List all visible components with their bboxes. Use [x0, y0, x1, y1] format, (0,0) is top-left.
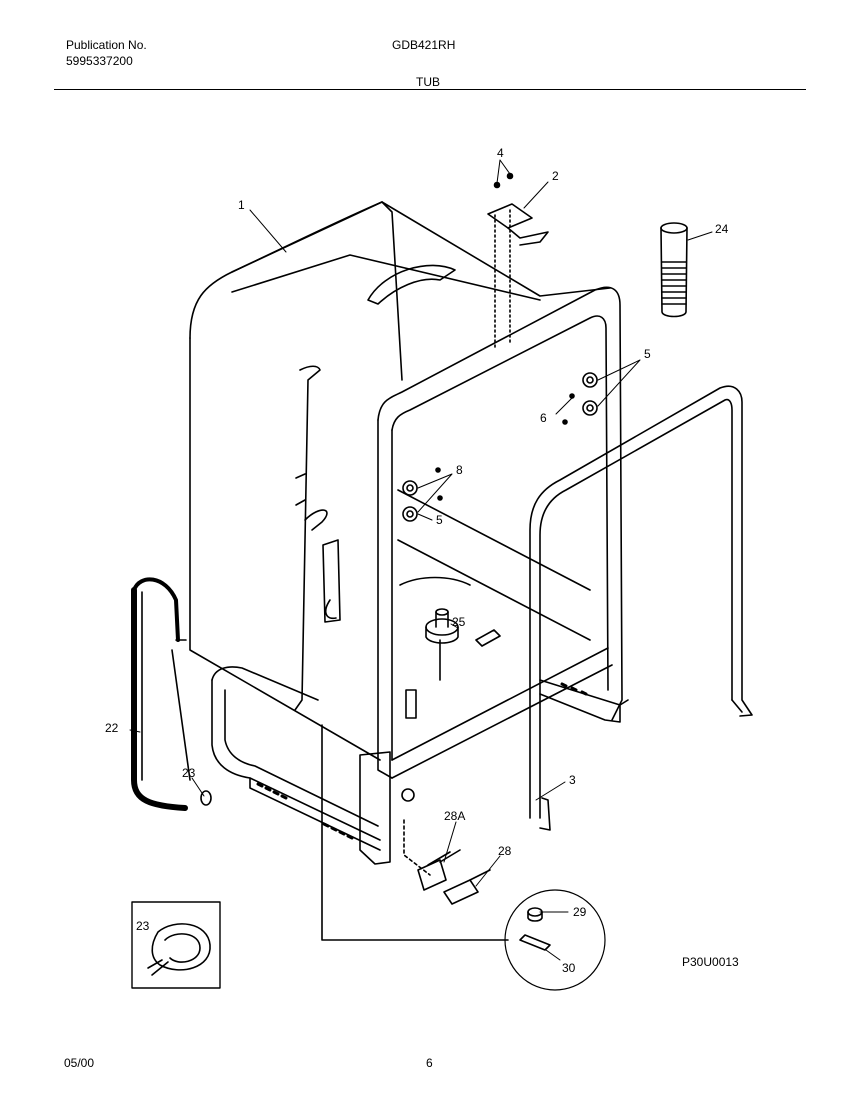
page-number: 6: [426, 1056, 433, 1070]
detail-circle: [504, 889, 606, 991]
part-25-float: [399, 576, 501, 719]
tub-body: [189, 201, 611, 761]
callout-30: 30: [562, 961, 576, 975]
inset-box-23: [131, 901, 221, 989]
publication-label: Publication No.: [66, 38, 147, 52]
tub-base-rails: [211, 666, 629, 941]
section-title: TUB: [416, 75, 440, 89]
part-24-spring: [660, 222, 688, 318]
model-number: GDB421RH: [392, 38, 456, 52]
callout-8: 8: [456, 463, 463, 477]
header-rule: [54, 89, 806, 90]
door-seal: [529, 385, 753, 831]
callout-5-upper: 5: [644, 347, 651, 361]
callout-29: 29: [573, 905, 587, 919]
publication-number: 5995337200: [66, 54, 133, 68]
callout-3: 3: [569, 773, 576, 787]
part-23-clip: [200, 790, 212, 806]
part-28-switch: [403, 819, 491, 905]
footer-date: 05/00: [64, 1056, 95, 1070]
callout-6: 6: [540, 411, 547, 425]
callout-2: 2: [552, 169, 559, 183]
drawing-code: P30U0013: [682, 955, 739, 969]
callout-28: 28: [498, 844, 512, 858]
tub-door-frame: [377, 286, 623, 779]
rail-slots: [256, 682, 588, 840]
callout-5-lower: 5: [436, 513, 443, 527]
leader-lines: [129, 159, 713, 961]
vent-hose: [131, 577, 191, 811]
callout-4: 4: [497, 146, 504, 160]
callout-22: 22: [105, 721, 119, 735]
part-2-bracket: [487, 172, 549, 351]
callout-25: 25: [452, 615, 466, 629]
callout-1: 1: [238, 198, 245, 212]
callout-23: 23: [182, 766, 196, 780]
fasteners: [401, 372, 598, 802]
callout-24: 24: [715, 222, 729, 236]
callout-23-inset: 23: [136, 919, 150, 933]
callout-28A: 28A: [444, 809, 465, 823]
